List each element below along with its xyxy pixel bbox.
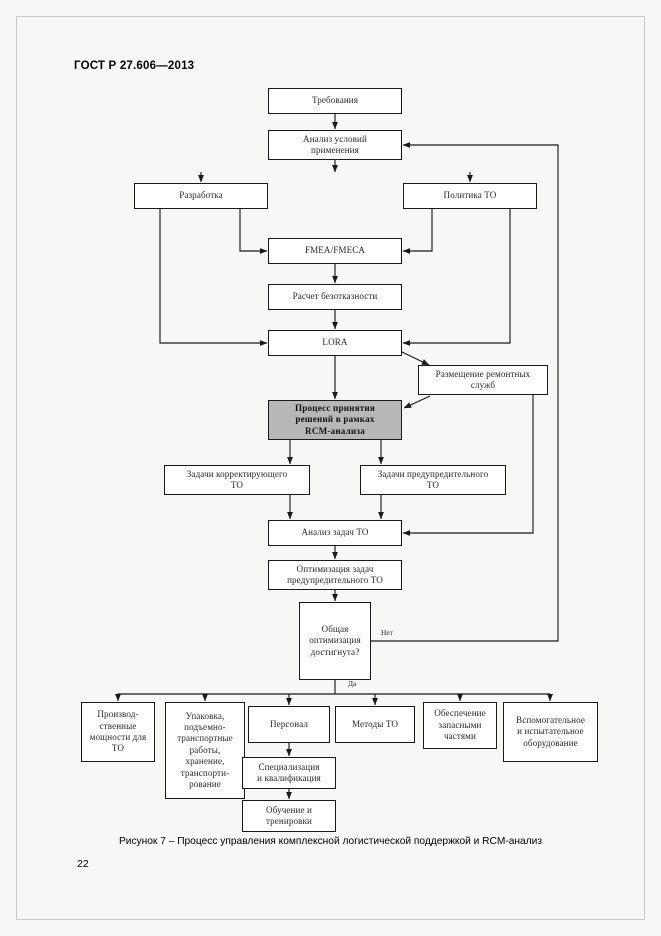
flow-node-personnel[interactable]: Персонал — [248, 706, 330, 743]
standard-header: ГОСТ Р 27.606—2013 — [74, 60, 195, 72]
flow-edge-label-yes-label: Да — [348, 679, 357, 688]
flow-node-requirements[interactable]: Требования — [268, 88, 402, 114]
flow-node-maint-methods[interactable]: Методы ТО — [335, 706, 415, 743]
flow-node-lora[interactable]: LORA — [268, 330, 402, 356]
figure-caption: Рисунок 7 – Процесс управления комплексн… — [118, 836, 543, 847]
flow-node-label: Методы ТО — [351, 718, 399, 729]
flow-node-label: Расчет безотказности — [292, 291, 378, 302]
flow-node-label: Требования — [311, 95, 359, 106]
flow-node-label: Анализ задач ТО — [301, 527, 369, 538]
flow-node-label: Политика ТО — [443, 190, 497, 201]
flow-node-label: Персонал — [269, 718, 309, 729]
flow-node-label: Разработка — [179, 190, 223, 201]
flow-node-reliability[interactable]: Расчет безотказности — [268, 284, 402, 310]
flow-node-fmea[interactable]: FMEA/FMECA — [268, 238, 402, 264]
flow-node-maint-policy[interactable]: Политика ТО — [403, 183, 537, 209]
flow-node-label: FMEA/FMECA — [304, 245, 366, 256]
page-number: 22 — [77, 858, 89, 870]
flow-node-development[interactable]: Разработка — [134, 183, 268, 209]
flow-edge-label-no-label: Нет — [381, 628, 393, 637]
flow-node-task-analysis[interactable]: Анализ задач ТО — [268, 520, 402, 546]
flow-node-label: LORA — [322, 337, 348, 348]
